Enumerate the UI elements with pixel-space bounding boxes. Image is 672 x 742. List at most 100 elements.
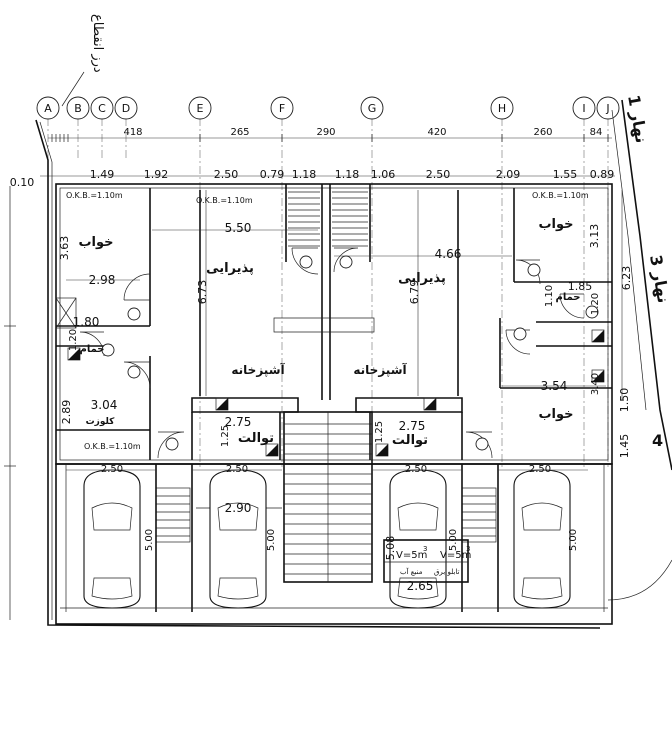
dim-260: 260 bbox=[533, 127, 552, 138]
okb-note-2: O.K.B.=1.10m bbox=[196, 196, 253, 205]
dim-290: 290 bbox=[316, 127, 335, 138]
parking-1-width: 2.50 bbox=[101, 464, 123, 475]
grid-axis-d-label: D bbox=[122, 102, 130, 115]
grid-axis-g bbox=[360, 96, 384, 120]
dim-1-18-b: 1.18 bbox=[335, 168, 360, 181]
parking-2-width: 2.50 bbox=[226, 464, 248, 475]
dim-6-73: 6.73 bbox=[196, 280, 209, 305]
room-bedroom-left: خواب bbox=[78, 235, 113, 250]
dim-420: 420 bbox=[427, 127, 446, 138]
dim-1-55: 1.55 bbox=[553, 168, 578, 181]
dim-4-66: 4.66 bbox=[435, 247, 462, 261]
tank-volume-2-unit: 3 bbox=[466, 545, 470, 553]
dim-1-06: 1.06 bbox=[371, 168, 396, 181]
room-living-left: پذیرایی bbox=[206, 261, 254, 276]
grid-axis-a-label: A bbox=[44, 102, 52, 115]
dim-2-50-b: 2.50 bbox=[426, 168, 451, 181]
dim-418: 418 bbox=[123, 127, 142, 138]
grid-axis-c bbox=[90, 96, 114, 120]
dim-1-20-right: 1.20 bbox=[590, 293, 601, 315]
dim-3-04: 3.04 bbox=[91, 398, 118, 412]
dim-0-79: 0.79 bbox=[260, 168, 285, 181]
car-1 bbox=[83, 469, 141, 609]
dim-1-85: 1.85 bbox=[568, 280, 593, 293]
dim-1-25-left: 1.25 bbox=[220, 425, 231, 447]
grid-axis-markers: A B C D E F G H I J bbox=[36, 96, 620, 120]
dim-3-13: 3.13 bbox=[588, 224, 601, 249]
dim-2-09: 2.09 bbox=[496, 168, 521, 181]
grid-axis-a bbox=[36, 96, 60, 120]
grid-axis-b-label: B bbox=[74, 102, 82, 115]
grid-axis-j bbox=[596, 96, 620, 120]
top-dimension-chain: 418 265 290 420 260 84 bbox=[48, 127, 612, 142]
upper-stair bbox=[288, 191, 368, 247]
dim-2-75-left: 2.75 bbox=[225, 415, 252, 429]
okb-note-3: O.K.B.=1.10m bbox=[532, 191, 589, 200]
room-kitchen-left: آشپزخانه bbox=[231, 362, 285, 377]
dim-5-50: 5.50 bbox=[225, 221, 252, 235]
dim-2-75-right: 2.75 bbox=[399, 419, 426, 433]
room-wc-left: توالت bbox=[238, 431, 274, 446]
dim-1-49: 1.49 bbox=[90, 168, 115, 181]
street-4-label: 4 bbox=[652, 431, 663, 450]
site-boundary bbox=[4, 99, 672, 629]
dim-6-79: 6.79 bbox=[408, 280, 421, 305]
parking-dimensions: 2.50 2.50 2.50 2.50 5.00 5.00 5.00 5.00 bbox=[66, 464, 588, 551]
dim-1-18-a: 1.18 bbox=[292, 168, 317, 181]
okb-note-1: O.K.B.=1.10m bbox=[66, 191, 123, 200]
grid-axis-i-label: I bbox=[582, 102, 585, 115]
dim-1-80: 1.80 bbox=[73, 315, 100, 329]
dim-3-63: 3.63 bbox=[58, 236, 71, 261]
dim-1-50: 1.50 bbox=[618, 388, 631, 413]
exterior-walls bbox=[55, 183, 613, 465]
parking-3-width: 2.50 bbox=[405, 464, 427, 475]
tank-label-b: تابلو برق bbox=[434, 568, 459, 576]
grid-axis-g-label: G bbox=[368, 102, 377, 115]
parking-4-width: 2.50 bbox=[529, 464, 551, 475]
room-bedroom-right-2: خواب bbox=[538, 407, 573, 422]
wall-dimension-chain: 1.49 1.92 2.50 0.79 1.18 1.18 1.06 2.50 … bbox=[10, 168, 615, 189]
doors bbox=[79, 247, 585, 459]
parking-4-length: 5.00 bbox=[568, 529, 579, 551]
dim-2-65: 2.65 bbox=[407, 579, 434, 593]
dim-1-20-left: 1.20 bbox=[68, 329, 79, 351]
tank-volume-1: V=5m bbox=[396, 550, 427, 561]
parking-1-length: 5.00 bbox=[144, 529, 155, 551]
water-tank: V=5m 3 V=5m 3 منبع آب تابلو برق bbox=[383, 539, 471, 583]
tank-volume-1-unit: 3 bbox=[423, 545, 427, 553]
grid-axis-b bbox=[66, 96, 90, 120]
grid-axis-c-label: C bbox=[98, 102, 106, 115]
dim-0-10: 0.10 bbox=[10, 176, 35, 189]
dim-1-92: 1.92 bbox=[144, 168, 169, 181]
dim-2-50-a: 2.50 bbox=[214, 168, 239, 181]
expansion-joint-label: درز انقطاع bbox=[90, 14, 105, 73]
room-bath-right: حمام bbox=[556, 292, 581, 303]
dim-6-23: 6.23 bbox=[620, 266, 633, 291]
tank-volume-2: V=5m bbox=[440, 550, 471, 561]
room-closet: کلوزت bbox=[86, 417, 116, 427]
car-2 bbox=[209, 469, 267, 609]
dim-5-08: 5.08 bbox=[384, 536, 397, 561]
grid-axis-j-label: J bbox=[605, 102, 609, 115]
car-3 bbox=[389, 469, 447, 609]
street-3-label: نهار 3 bbox=[646, 253, 672, 304]
interior-walls bbox=[56, 184, 612, 460]
parking-2-length: 5.00 bbox=[266, 529, 277, 551]
dim-1-45: 1.45 bbox=[618, 434, 631, 459]
expansion-joint-leader bbox=[61, 71, 85, 107]
left-bath-area bbox=[55, 297, 77, 329]
grid-axis-e-label: E bbox=[197, 102, 204, 115]
dim-2-90: 2.90 bbox=[225, 501, 252, 515]
grid-axis-d bbox=[114, 96, 138, 120]
car-4 bbox=[513, 469, 571, 609]
room-kitchen-right: آشپزخانه bbox=[353, 362, 407, 377]
room-bath-left: حمام bbox=[80, 344, 105, 355]
grid-axis-f bbox=[270, 96, 294, 120]
dim-3-40: 3.40 bbox=[590, 373, 601, 395]
dim-2-89: 2.89 bbox=[60, 400, 73, 425]
dim-1-25-right: 1.25 bbox=[374, 421, 385, 443]
room-wc-right: توالت bbox=[392, 433, 428, 448]
door-tags bbox=[101, 255, 599, 451]
grid-axis-h bbox=[490, 96, 514, 120]
street-1-label: نهار 1 bbox=[624, 93, 651, 144]
